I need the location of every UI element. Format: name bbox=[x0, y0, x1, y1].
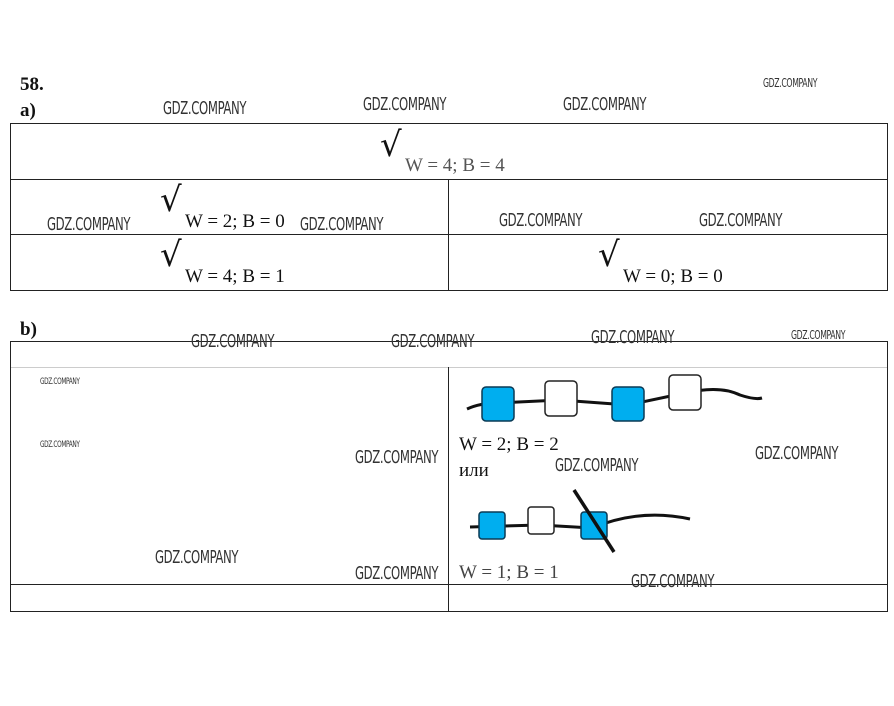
watermark: GDZ.COMPANY bbox=[755, 443, 839, 464]
watermark: GDZ.COMPANY bbox=[391, 331, 475, 352]
watermark: GDZ.COMPANY bbox=[499, 210, 583, 231]
checkmark-icon: √ bbox=[160, 180, 182, 220]
watermark: GDZ.COMPANY bbox=[555, 455, 639, 476]
bead-white bbox=[668, 374, 702, 411]
watermark: GDZ.COMPANY bbox=[355, 447, 439, 468]
answer-a3: W = 4; B = 1 bbox=[185, 266, 285, 287]
or-text: или bbox=[459, 460, 489, 481]
watermark: GDZ.COMPANY bbox=[163, 98, 247, 119]
watermark: GDZ.COMPANY bbox=[300, 214, 384, 235]
answer-a1: W = 4; B = 4 bbox=[405, 155, 505, 176]
part-b-label: b) bbox=[20, 319, 37, 340]
answer-b2: W = 1; B = 1 bbox=[459, 562, 559, 583]
answer-b1: W = 2; B = 2 bbox=[459, 434, 559, 455]
bead-blue bbox=[481, 386, 515, 422]
watermark: GDZ.COMPANY bbox=[155, 547, 239, 568]
bead-blue bbox=[611, 386, 645, 422]
checkmark-icon: √ bbox=[598, 235, 620, 275]
bead-white bbox=[527, 506, 555, 535]
watermark: GDZ.COMPANY bbox=[355, 563, 439, 584]
watermark: GDZ.COMPANY bbox=[563, 94, 647, 115]
watermark: GDZ.COMPANY bbox=[47, 214, 131, 235]
watermark: GDZ.COMPANY bbox=[40, 440, 80, 450]
checkmark-icon: √ bbox=[380, 125, 402, 165]
watermark: GDZ.COMPANY bbox=[591, 327, 675, 348]
watermark: GDZ.COMPANY bbox=[699, 210, 783, 231]
answer-a2: W = 2; B = 0 bbox=[185, 211, 285, 232]
problem-number: 58. bbox=[20, 74, 44, 95]
watermark: GDZ.COMPANY bbox=[791, 328, 846, 342]
bead-chain-2 bbox=[469, 489, 691, 553]
watermark: GDZ.COMPANY bbox=[40, 377, 80, 387]
watermark: GDZ.COMPANY bbox=[191, 331, 275, 352]
watermark: GDZ.COMPANY bbox=[763, 76, 818, 90]
part-a-label: a) bbox=[20, 100, 36, 121]
checkmark-icon: √ bbox=[160, 235, 182, 275]
bead-chain-1 bbox=[466, 374, 763, 422]
bead-white bbox=[544, 380, 578, 417]
answer-a4: W = 0; B = 0 bbox=[623, 266, 723, 287]
bead-blue bbox=[478, 511, 506, 540]
watermark: GDZ.COMPANY bbox=[631, 571, 715, 592]
watermark: GDZ.COMPANY bbox=[363, 94, 447, 115]
